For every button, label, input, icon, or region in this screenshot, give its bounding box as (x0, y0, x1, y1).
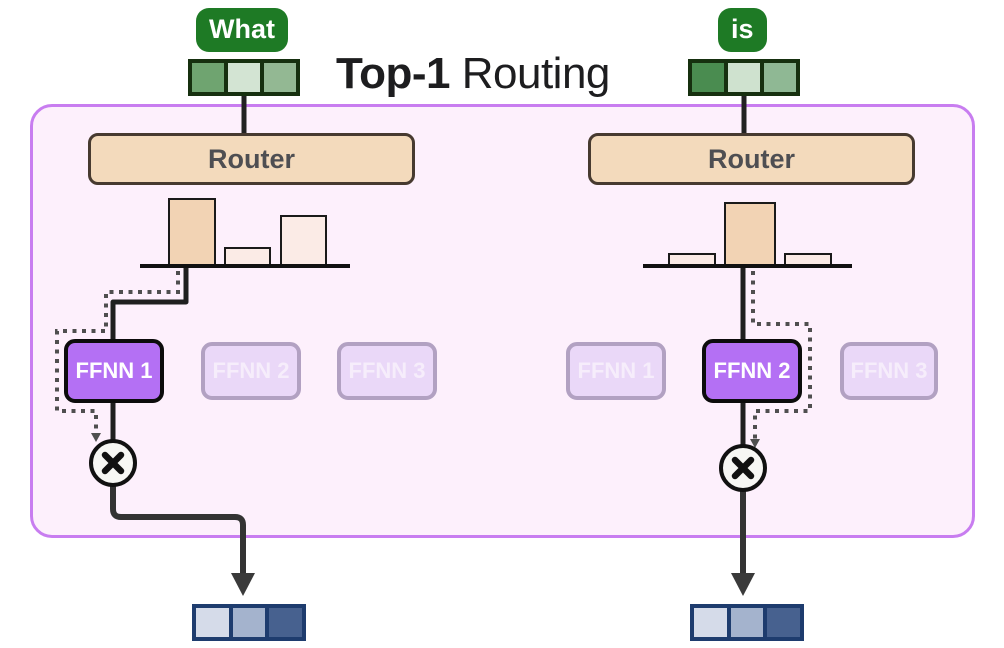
token-embedding-strip-what (188, 59, 300, 96)
embedding-cell (264, 63, 296, 92)
multiply-icon (101, 451, 125, 475)
embedding-cell (269, 608, 303, 637)
embedding-cell (228, 63, 260, 92)
output-embedding-strip-right (690, 604, 804, 641)
probability-bar (168, 198, 216, 266)
router-probability-chart-left (140, 178, 350, 268)
probability-bar (280, 215, 327, 266)
diagram-title: Top-1 Routing (336, 49, 610, 99)
router-box-left: Router (88, 133, 415, 185)
embedding-cell (232, 608, 266, 637)
chart-axis (140, 264, 350, 268)
embedding-cell (192, 63, 224, 92)
chart-axis (643, 264, 852, 268)
router-box-right: Router (588, 133, 915, 185)
probability-bar (724, 202, 776, 266)
multiply-icon (731, 456, 755, 480)
expert-box-ffnn3-right: FFNN 3 (840, 342, 938, 400)
embedding-cell (764, 63, 796, 92)
router-probability-chart-right (643, 178, 852, 268)
expert-box-ffnn1-right: FFNN 1 (566, 342, 666, 400)
multiply-circle-right (719, 444, 767, 492)
expert-box-ffnn2-left: FFNN 2 (201, 342, 301, 400)
output-arrowhead-right (731, 573, 755, 596)
embedding-cell (196, 608, 229, 637)
title-rest: Routing (450, 49, 611, 98)
embedding-cell (728, 63, 760, 92)
output-arrowhead-left (231, 573, 255, 596)
title-emphasis: Top-1 (336, 49, 451, 98)
multiply-circle-left (89, 439, 137, 487)
expert-box-ffnn1-left: FFNN 1 (64, 339, 164, 403)
embedding-cell (730, 608, 764, 637)
embedding-cell (694, 608, 727, 637)
token-badge-what: What (196, 8, 288, 53)
embedding-cell (692, 63, 724, 92)
token-badge-is: is (718, 8, 767, 53)
token-embedding-strip-is (688, 59, 800, 96)
embedding-cell (767, 608, 801, 637)
expert-box-ffnn3-left: FFNN 3 (337, 342, 437, 400)
expert-box-ffnn2-right: FFNN 2 (702, 339, 802, 403)
output-embedding-strip-left (192, 604, 306, 641)
